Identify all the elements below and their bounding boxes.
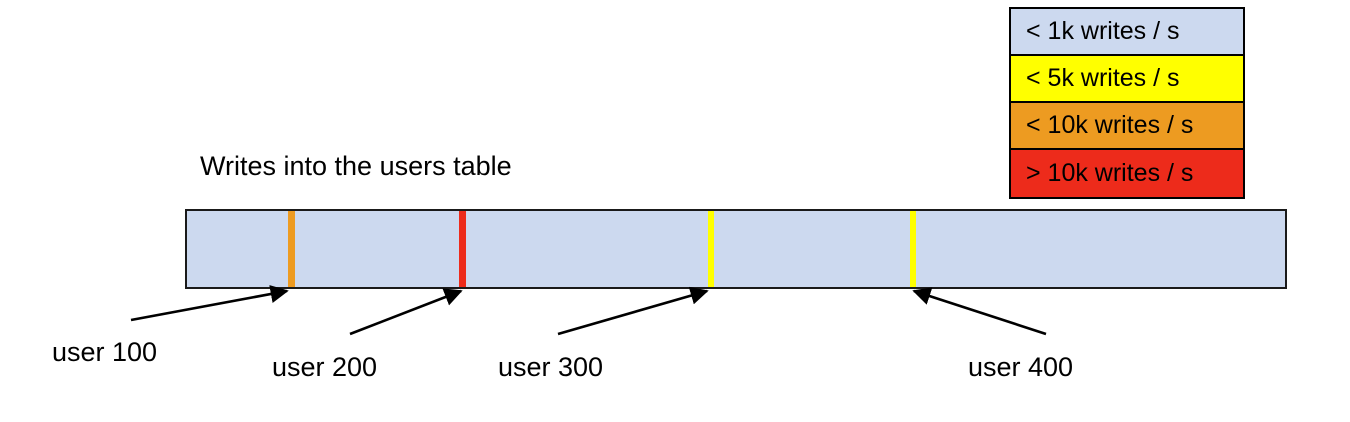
legend-row-gt-10k: > 10k writes / s — [1011, 150, 1243, 197]
legend-label-lt-10k: < 10k writes / s — [1026, 111, 1194, 139]
legend-row-lt-1k: < 1k writes / s — [1011, 9, 1243, 56]
legend-row-lt-10k: < 10k writes / s — [1011, 103, 1243, 150]
arrow-user-200 — [349, 288, 463, 336]
legend-label-lt-5k: < 5k writes / s — [1026, 64, 1180, 92]
stripe-user-400 — [910, 211, 916, 287]
legend-label-lt-1k: < 1k writes / s — [1026, 17, 1180, 45]
stripe-user-200 — [459, 211, 466, 287]
label-user-400: user 400 — [968, 352, 1074, 382]
label-user-300: user 300 — [498, 352, 604, 382]
page-title: Writes into the users table — [200, 151, 512, 181]
stripe-user-300 — [708, 211, 714, 287]
legend-label-gt-10k: > 10k writes / s — [1026, 159, 1194, 187]
arrow-user-300 — [557, 286, 709, 336]
users-table-keyrange-bar — [185, 209, 1287, 289]
legend-row-lt-5k: < 5k writes / s — [1011, 56, 1243, 103]
label-user-100: user 100 — [52, 337, 158, 367]
arrow-user-400 — [912, 287, 1047, 336]
arrow-user-100 — [130, 285, 289, 322]
stripe-user-100 — [288, 211, 295, 287]
writes-rate-legend: < 1k writes / s < 5k writes / s < 10k wr… — [1009, 7, 1245, 199]
label-user-200: user 200 — [272, 352, 378, 382]
